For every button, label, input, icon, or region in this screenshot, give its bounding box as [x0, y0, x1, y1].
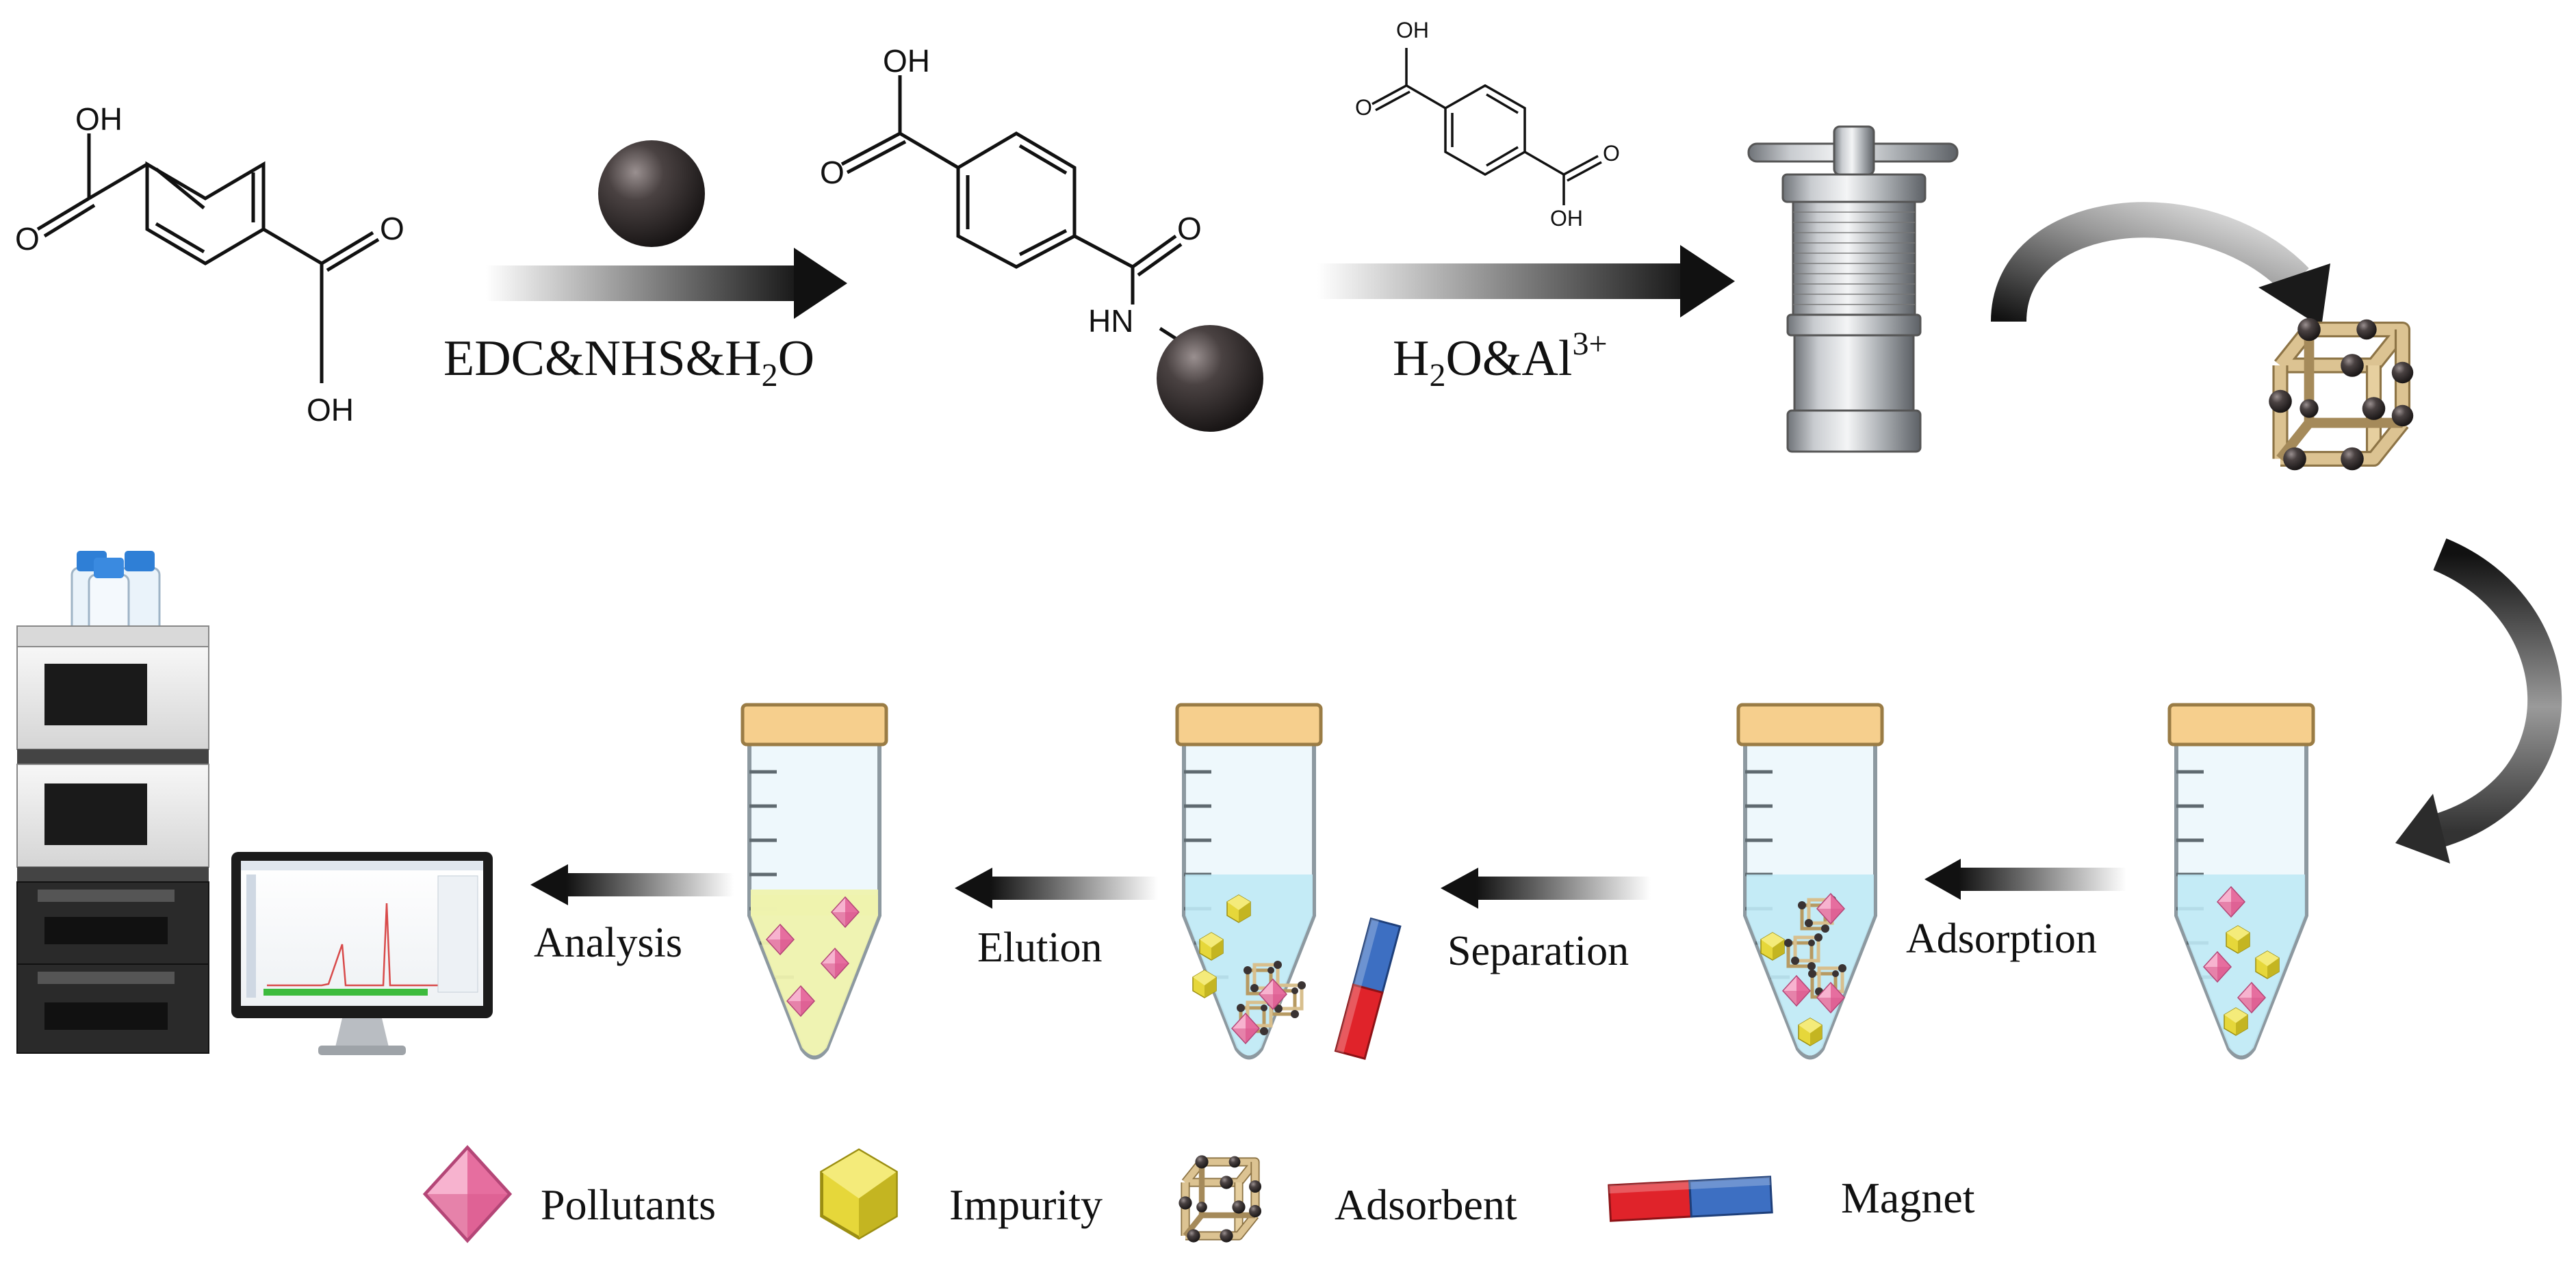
centrifuge-tube-icon [2169, 705, 2313, 1058]
process-arrow [955, 868, 1158, 909]
centrifuge-tube-icon [743, 705, 886, 1058]
nanoparticle-icon [598, 140, 705, 247]
step-label-adsorption: Adsorption [1906, 916, 2097, 962]
terephthalic-acid-molecule [36, 133, 380, 383]
legend-item-magnet: Magnet [1608, 1174, 1975, 1222]
oh-label: OH [307, 392, 354, 428]
magnet-icon [1608, 1176, 1773, 1222]
legend-item-impurity: Impurity [822, 1150, 1103, 1238]
reaction-arrow [486, 248, 847, 319]
nanoparticle-icon [1157, 325, 1263, 432]
process-arrow [530, 864, 734, 905]
impurity-icon [822, 1150, 897, 1238]
step1-reagents-label: EDC&NHS&H2O [443, 331, 814, 393]
o-label: O [1355, 95, 1372, 120]
process-arrow [1924, 859, 2126, 900]
mof-cube-icon [2269, 318, 2413, 471]
legend-item-pollutants: Pollutants [425, 1148, 716, 1241]
curved-arrow [2395, 538, 2562, 864]
adsorbent-icon [1178, 1155, 1261, 1242]
monitor-icon [231, 852, 493, 1055]
autoclave-icon [1747, 125, 1959, 453]
legend-label: Adsorbent [1335, 1180, 1517, 1229]
magnet-icon [1334, 917, 1402, 1060]
centrifuge-tube-icon [1738, 705, 1882, 1058]
oh-label: OH [1550, 206, 1583, 231]
o-label: O [380, 211, 404, 246]
reaction-arrow [1317, 245, 1735, 318]
functionalized-particle-molecule [840, 75, 1199, 354]
process-arrow [1441, 868, 1651, 909]
step-label-separation: Separation [1447, 928, 1629, 974]
legend-label: Magnet [1841, 1174, 1975, 1222]
pollutant-icon [425, 1148, 510, 1241]
nh-label: HN [1088, 303, 1133, 339]
legend-label: Pollutants [541, 1180, 716, 1229]
step2-reagents-label: H2O&Al3+ [1393, 326, 1608, 393]
legend-label: Impurity [949, 1180, 1103, 1229]
oh-label: OH [75, 101, 123, 137]
step-label-elution: Elution [977, 924, 1103, 971]
o-label: O [15, 221, 40, 257]
hplc-icon [16, 551, 209, 1054]
terephthalic-acid-small [1371, 48, 1602, 205]
o-label: O [820, 155, 845, 190]
centrifuge-tube-icon [1177, 705, 1321, 1058]
solvent-bottles [70, 551, 161, 641]
step-label-analysis: Analysis [534, 920, 682, 966]
oh-label: OH [1396, 18, 1429, 42]
legend: Pollutants Impurity Adsorbent Magnet [425, 1148, 1975, 1243]
curved-arrow [1991, 202, 2330, 327]
o-label: O [1177, 211, 1202, 246]
oh-label: OH [883, 43, 930, 79]
legend-item-adsorbent: Adsorbent [1178, 1155, 1517, 1242]
o-label: O [1603, 141, 1620, 166]
